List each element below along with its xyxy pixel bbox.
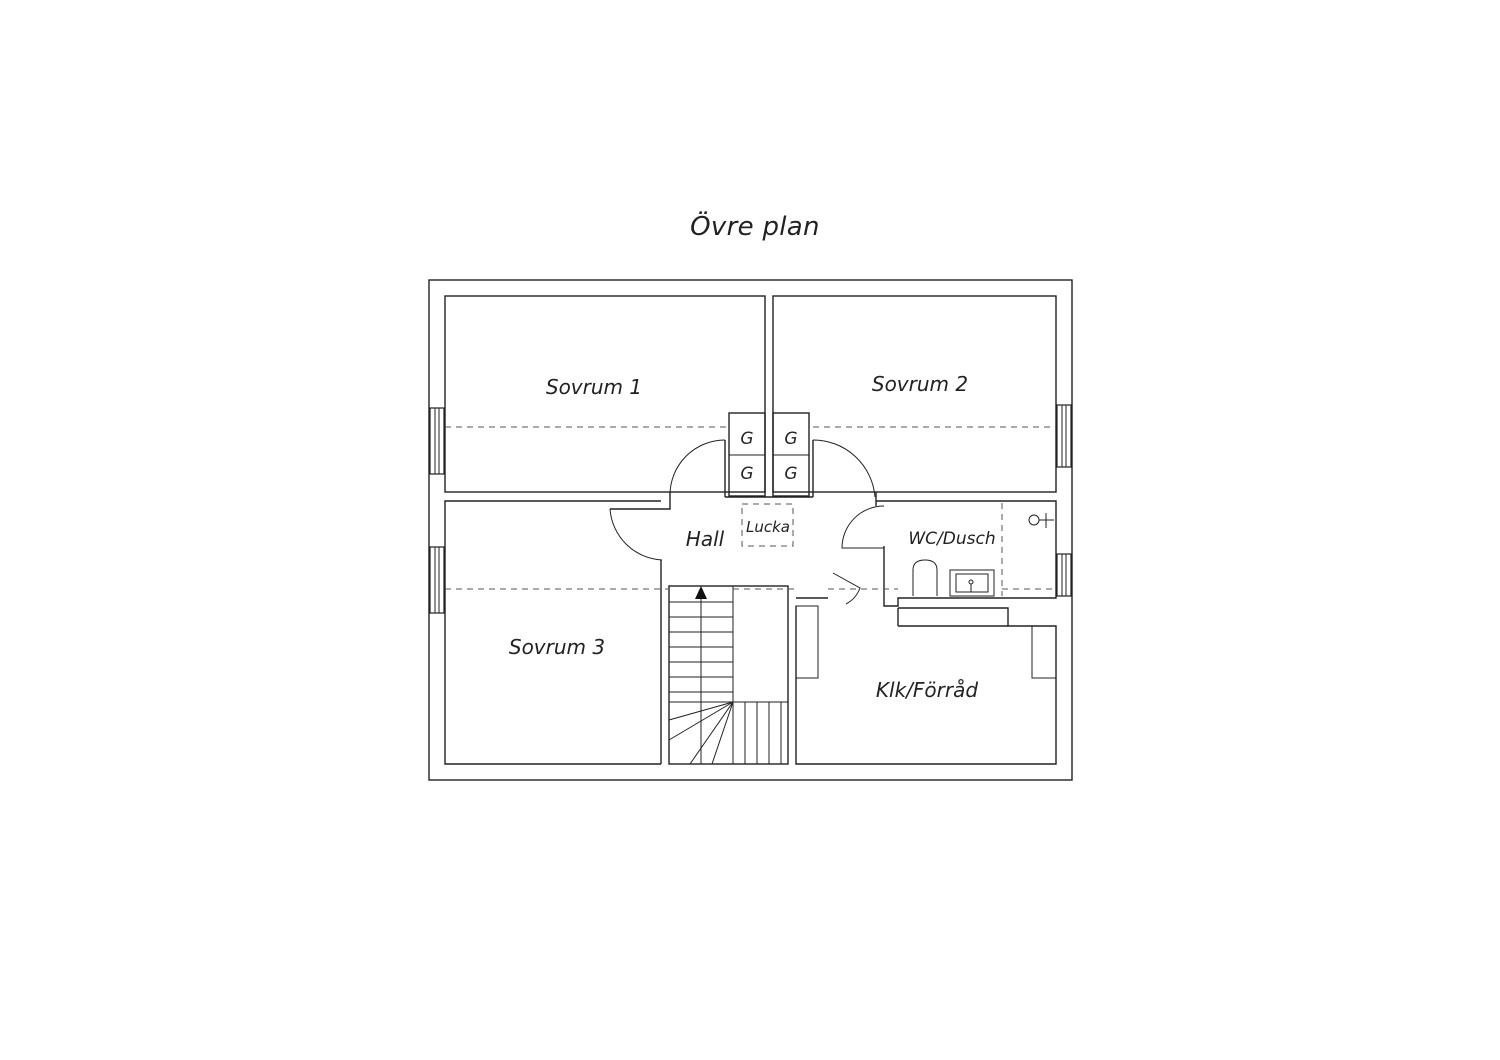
outer-wall <box>428 279 1073 781</box>
hall-wall <box>610 492 671 510</box>
room-sovrum-2 <box>772 295 1057 493</box>
label-sovrum-1: Sovrum 1 <box>546 375 642 399</box>
windows <box>429 404 1072 614</box>
label-sovrum-2: Sovrum 2 <box>872 372 968 396</box>
room-sovrum-1 <box>444 295 766 493</box>
plan-title: Övre plan <box>690 212 820 242</box>
label-lucka: Lucka <box>746 518 790 536</box>
stair-arrow-icon <box>695 586 707 599</box>
hatch-lucka <box>741 503 794 547</box>
closet-label: G <box>784 429 797 449</box>
sink-icon <box>949 569 995 597</box>
room-sovrum-3 <box>444 500 661 765</box>
door-swings <box>609 439 885 605</box>
stair-treads <box>668 601 788 765</box>
closet-label: G <box>740 464 753 484</box>
shower-icon <box>1028 513 1054 528</box>
toilet-icon <box>912 559 938 596</box>
label-hall: Hall <box>686 527 725 551</box>
label-klk-forrad: Klk/Förråd <box>876 678 978 702</box>
room-wc-dusch <box>876 500 1057 607</box>
closets <box>724 412 814 498</box>
closet-label: G <box>740 429 753 449</box>
closet-label: G <box>784 464 797 484</box>
label-wc-dusch: WC/Dusch <box>908 529 995 549</box>
staircase <box>668 585 789 765</box>
label-sovrum-3: Sovrum 3 <box>509 635 605 659</box>
